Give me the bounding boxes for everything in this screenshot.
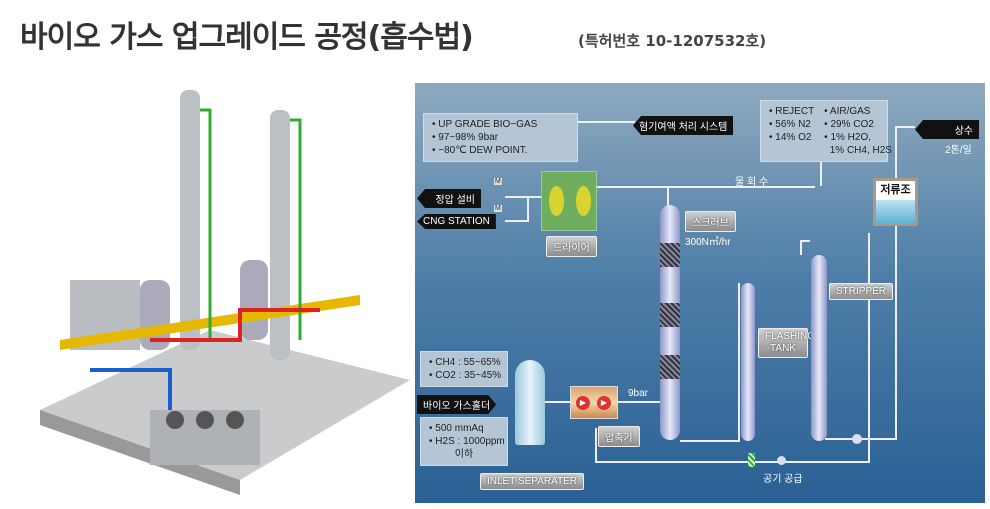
blower-icon bbox=[777, 456, 786, 465]
info-line: 이하 bbox=[454, 449, 474, 460]
tag-waste-gas-system: 혐기여액 처리 시스템 bbox=[633, 116, 734, 135]
tag-high-pressure: 정압 설비 bbox=[417, 189, 481, 208]
valve-icon: M bbox=[494, 205, 502, 212]
scrubber-column bbox=[660, 205, 680, 440]
stripper-label: STRIPPER bbox=[829, 283, 894, 300]
info-line: • 97~98% 9bar bbox=[432, 132, 499, 143]
info-line: • H2S : 1000ppm bbox=[429, 436, 505, 447]
info-line: • 1% H2O, bbox=[824, 132, 872, 143]
info-line: • −80℃ DEW POINT. bbox=[432, 145, 528, 156]
info-line: • 29% CO2 bbox=[824, 119, 874, 130]
info-line: • AIR/GAS bbox=[824, 106, 871, 117]
reject-info-box: • REJECT • 56% N2 • 14% O2 • AIR/GAS • 29% … bbox=[760, 100, 892, 162]
feed-composition-box: • CH4 : 55~65% • CO2 : 35~45% bbox=[420, 351, 508, 387]
tag-water-supply: 상수 bbox=[915, 120, 979, 139]
valve-icon: M bbox=[494, 178, 502, 185]
plant-illustration bbox=[40, 90, 410, 495]
info-line: • 14% O2 bbox=[769, 132, 812, 143]
dryer-unit bbox=[541, 171, 597, 231]
product-info-box: • UP GRADE BIO−GAS • 97~98% 9bar • −80℃ … bbox=[423, 113, 578, 162]
info-line: 1% CH4, H2S bbox=[824, 145, 892, 156]
play-icon: ▶ bbox=[576, 396, 590, 410]
process-diagram: • UP GRADE BIO−GAS • 97~98% 9bar • −80℃ … bbox=[415, 83, 985, 503]
flashing-tank bbox=[741, 283, 755, 441]
info-line: • REJECT bbox=[769, 106, 815, 117]
info-line: • 56% N2 bbox=[769, 119, 811, 130]
page-title: 바이오 가스 업그레이드 공정(흡수법) bbox=[20, 20, 474, 55]
reservoir-tank: 저류조 bbox=[873, 178, 918, 226]
compressor-label: 압축기 bbox=[598, 426, 640, 447]
feed-conditions-box: • 500 mmAq • H2S : 1000ppm 이하 bbox=[420, 417, 508, 466]
air-supply-label: 공기 공급 bbox=[763, 474, 803, 485]
scrubber-flow: 300N㎥/hr bbox=[685, 237, 731, 248]
inlet-separator bbox=[515, 360, 545, 445]
dryer-label: 드라이어 bbox=[546, 236, 597, 257]
info-line: • UP GRADE BIO−GAS bbox=[432, 119, 538, 130]
water-recovery-label: 물 회 수 bbox=[735, 177, 769, 188]
pump-icon bbox=[852, 434, 862, 444]
stripper-column bbox=[811, 255, 827, 441]
pressure-label: 9bar bbox=[628, 388, 649, 399]
tag-biogas-holder: 바이오 가스홀더 bbox=[417, 395, 496, 414]
reservoir-label: 저류조 bbox=[876, 181, 915, 223]
inlet-separator-label: INLET SEPARATER bbox=[480, 473, 585, 490]
water-rate: 2톤/일 bbox=[945, 145, 972, 156]
info-line: • CO2 : 35~45% bbox=[429, 370, 502, 381]
scrubber-label: 스크러브 bbox=[685, 211, 736, 232]
flashing-tank-label: FLASHING TANK bbox=[758, 328, 815, 358]
tag-cng-station: CNG STATION bbox=[417, 214, 496, 229]
compressor-unit: ▶ ▶ bbox=[570, 386, 618, 419]
info-line: • 500 mmAq bbox=[429, 423, 484, 434]
play-icon: ▶ bbox=[597, 396, 611, 410]
patent-number: (특허번호 10-1207532호) bbox=[578, 32, 767, 50]
info-line: • CH4 : 55~65% bbox=[429, 357, 501, 368]
air-filter-icon bbox=[748, 453, 755, 467]
